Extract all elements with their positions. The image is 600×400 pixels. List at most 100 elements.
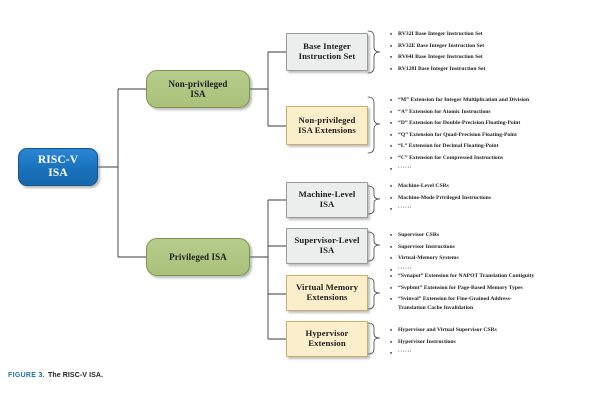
branch-0-line2: ISA [190, 89, 206, 99]
bullet-icon: • [390, 184, 393, 190]
bullet-icon: • [390, 328, 393, 334]
leaf-2-line1: Machine-Level [298, 189, 356, 200]
leaf-0-line1: Base Integer [303, 41, 351, 52]
bullet-icon: • [390, 233, 393, 239]
list-hypervisor-extension: • Hypervisor and Virtual Supervisor CSRs… [390, 326, 595, 361]
list-machine-level-isa: • Machine-Level CSRs • Machine-Mode Priv… [390, 182, 595, 217]
branch-1-line1: Privileged ISA [169, 251, 227, 262]
bullet-icon: • [390, 121, 393, 128]
list-item: • “Q” Extension for Quad-Precision Float… [390, 131, 595, 143]
bullet-icon: • [390, 195, 393, 202]
list-item-text: RV32I Base Integer Instruction Set [398, 31, 483, 37]
brace-hypervisor [367, 322, 381, 355]
node-virtual-memory-extensions[interactable]: Virtual Memory Extensions [286, 275, 368, 311]
bullet-icon: • [390, 244, 393, 251]
list-item-text: “A” Extension for Atomic Instructions [398, 108, 491, 115]
list-item: • Hypervisor Instructions [390, 338, 595, 350]
bullet-icon: • [390, 351, 393, 358]
list-item-text: “C” Extension for Compressed Instruction… [398, 154, 504, 161]
node-non-privileged-isa[interactable]: Non-privileged ISA [146, 70, 250, 108]
list-item-text: “Svinval” Extension for Fine-Grained Add… [398, 296, 512, 311]
list-item-text: Machine-Mode Privileged Instructions [398, 194, 492, 201]
bullet-icon: • [390, 267, 393, 274]
list-item: • RV64I Base Integer Instruction Set [390, 53, 595, 65]
bullet-icon: • [390, 32, 393, 38]
list-item-text: RV64I Base Integer Instruction Set [398, 54, 483, 61]
bullet-icon: • [390, 66, 393, 73]
root-line1: RISC-V [37, 154, 79, 167]
list-base-integer-instruction-set: • RV32I Base Integer Instruction Set • R… [390, 30, 595, 76]
list-item-text: Supervisor CSRs [398, 232, 440, 238]
bullet-icon: • [390, 274, 393, 280]
list-supervisor-level-isa: • Supervisor CSRs • Supervisor Instructi… [390, 231, 595, 277]
bullet-icon: • [390, 167, 393, 174]
list-item: • “C” Extension for Compressed Instructi… [390, 154, 595, 166]
figure-number: FIGURE 3. [8, 372, 45, 379]
leaf-1-line2: ISA Extensions [298, 124, 356, 135]
leaf-2-line2: ISA [319, 199, 335, 209]
list-virtual-memory-extensions: • “Svnapot” Extension for NAPOT Translat… [390, 272, 598, 312]
bullet-icon: • [390, 285, 393, 292]
list-item: • RV32E Base Integer Instruction Set [390, 42, 595, 54]
leaf-5-line2: Extension [308, 338, 346, 348]
brace-machine-level [367, 185, 381, 215]
brace-supervisor-level [367, 231, 381, 262]
leaf-4-line2: Extensions [306, 292, 348, 302]
list-item: • RV32I Base Integer Instruction Set [390, 30, 595, 42]
list-item-text: ······ [398, 350, 413, 356]
node-hypervisor-extension[interactable]: Hypervisor Extension [286, 321, 368, 357]
list-item: • Machine-Mode Privileged Instructions [390, 194, 595, 206]
list-item: • ······ [390, 165, 595, 177]
node-risc-v-isa[interactable]: RISC-V ISA [18, 148, 98, 186]
list-non-privileged-isa-extensions: • “M” Extension for Integer Multiplicati… [390, 96, 595, 177]
list-item-text: ······ [398, 166, 413, 172]
leaf-0-line2: Instruction Set [298, 51, 356, 61]
list-item: • Virtual-Memory Systems [390, 254, 595, 266]
list-item-text: Hypervisor Instructions [398, 338, 456, 345]
list-item-text: “L” Extension for Decimal Floating-Point [398, 143, 499, 150]
list-item: • “Svnapot” Extension for NAPOT Translat… [390, 272, 598, 284]
bullet-icon: • [390, 297, 393, 304]
bullet-icon: • [390, 207, 393, 214]
list-item: • ······ [390, 205, 595, 217]
brace-base-integer [367, 30, 381, 74]
bullet-icon: • [390, 132, 393, 139]
node-base-integer-instruction-set[interactable]: Base Integer Instruction Set [286, 33, 368, 71]
list-item: • ······ [390, 266, 595, 278]
list-item: • Machine-Level CSRs [390, 182, 595, 194]
list-item: • “Svinval” Extension for Fine-Grained A… [390, 295, 598, 312]
list-item: • “D” Extension for Double-Precision Flo… [390, 119, 595, 131]
list-item: • Supervisor CSRs [390, 231, 595, 243]
node-non-privileged-isa-extensions[interactable]: Non-privileged ISA Extensions [286, 106, 368, 145]
list-item-text: RV128I Base Integer Instruction Set [398, 65, 486, 72]
root-line2: ISA [48, 167, 68, 179]
list-item-text: Virtual-Memory Systems [398, 255, 459, 262]
list-item: • “L” Extension for Decimal Floating-Poi… [390, 142, 595, 154]
list-item: • “M” Extension for Integer Multiplicati… [390, 96, 595, 108]
leaf-5-line1: Hypervisor [305, 328, 349, 339]
bullet-icon: • [390, 109, 393, 116]
list-item-text: Machine-Level CSRs [398, 183, 449, 189]
list-item-text: “Q” Extension for Quad-Precision Floatin… [398, 131, 517, 138]
leaf-4-line1: Virtual Memory [295, 282, 359, 293]
brace-virtual-memory [367, 277, 381, 310]
leaf-3-line1: Supervisor-Level [294, 235, 360, 246]
list-item-text: Hypervisor and Virtual Supervisor CSRs [398, 327, 497, 333]
node-supervisor-level-isa[interactable]: Supervisor-Level ISA [286, 228, 368, 264]
list-item: • Hypervisor and Virtual Supervisor CSRs [390, 326, 595, 338]
bullet-icon: • [390, 339, 393, 346]
leaf-3-line2: ISA [319, 245, 335, 255]
list-item: • ······ [390, 349, 595, 361]
figure-title: The RISC-V ISA. [47, 372, 104, 379]
list-item-text: Supervisor Instructions [398, 243, 455, 250]
node-privileged-isa[interactable]: Privileged ISA [146, 238, 250, 276]
list-item-text: “M” Extension for Integer Multiplication… [398, 97, 530, 103]
list-item-text: ······ [398, 266, 413, 272]
list-item-text: “Svpbmt” Extension for Page-Based Memory… [398, 284, 523, 291]
node-machine-level-isa[interactable]: Machine-Level ISA [286, 182, 368, 218]
bullet-icon: • [390, 98, 393, 104]
list-item-text: “D” Extension for Double-Precision Float… [398, 120, 521, 127]
list-item-text: “Svnapot” Extension for NAPOT Translatio… [398, 273, 535, 279]
